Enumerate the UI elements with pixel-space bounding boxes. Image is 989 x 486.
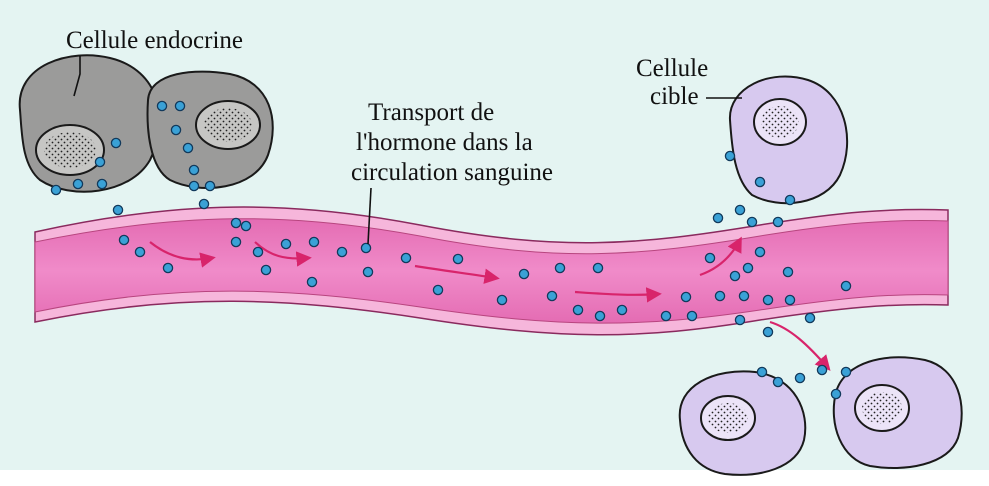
hormone-molecule-icon (595, 311, 604, 320)
endocrine-cell-right (148, 72, 273, 188)
hormone-molecule-icon (51, 185, 60, 194)
hormone-molecule-icon (119, 235, 128, 244)
hormone-molecule-icon (95, 157, 104, 166)
hormone-molecule-icon (231, 237, 240, 246)
hormone-molecule-icon (97, 179, 106, 188)
hormone-molecule-icon (705, 253, 714, 262)
target-cell-bottom-right (834, 357, 962, 468)
hormone-molecule-icon (687, 311, 696, 320)
hormone-molecule-icon (831, 389, 840, 398)
hormone-molecule-icon (617, 305, 626, 314)
hormone-molecule-icon (735, 205, 744, 214)
hormone-molecule-icon (795, 373, 804, 382)
hormone-molecule-icon (785, 195, 794, 204)
hormone-molecule-icon (713, 213, 722, 222)
hormone-molecule-icon (783, 267, 792, 276)
hormone-molecule-icon (747, 217, 756, 226)
target-cell-top (730, 76, 847, 203)
hormone-molecule-icon (135, 247, 144, 256)
hormone-molecule-icon (497, 295, 506, 304)
hormone-molecule-icon (739, 291, 748, 300)
hormone-molecule-icon (241, 221, 250, 230)
hormone-molecule-icon (817, 365, 826, 374)
label-target-cell-line1: Cellule (636, 55, 708, 82)
hormone-molecule-icon (547, 291, 556, 300)
hormone-molecule-icon (743, 263, 752, 272)
hormone-molecule-icon (307, 277, 316, 286)
hormone-molecule-icon (231, 218, 240, 227)
bottom-margin (0, 470, 989, 486)
hormone-molecule-icon (755, 247, 764, 256)
label-transport-line1: Transport de (368, 99, 494, 126)
hormone-molecule-icon (113, 205, 122, 214)
hormone-molecule-icon (175, 101, 184, 110)
hormone-molecule-icon (805, 313, 814, 322)
hormone-molecule-icon (111, 138, 120, 147)
label-endocrine-cell: Cellule endocrine (66, 27, 243, 54)
hormone-molecule-icon (841, 281, 850, 290)
hormone-molecule-icon (337, 247, 346, 256)
hormone-molecule-icon (309, 237, 318, 246)
hormone-molecule-icon (281, 239, 290, 248)
target-cell-bottom-left (680, 371, 806, 474)
hormone-molecule-icon (171, 125, 180, 134)
hormone-molecule-icon (253, 247, 262, 256)
hormone-molecule-icon (157, 101, 166, 110)
label-transport-line3: circulation sanguine (351, 159, 553, 186)
hormone-molecule-icon (841, 367, 850, 376)
hormone-molecule-icon (453, 254, 462, 263)
hormone-molecule-icon (681, 292, 690, 301)
hormone-molecule-icon (763, 295, 772, 304)
hormone-molecule-icon (361, 243, 370, 252)
hormone-molecule-icon (189, 181, 198, 190)
hormone-molecule-icon (363, 267, 372, 276)
hormone-molecule-icon (715, 291, 724, 300)
label-target-cell-line2: cible (650, 83, 699, 110)
hormone-molecule-icon (401, 253, 410, 262)
hormone-molecule-icon (785, 295, 794, 304)
endocrine-cell-left (20, 55, 160, 191)
hormone-molecule-icon (735, 315, 744, 324)
hormone-molecule-icon (730, 271, 739, 280)
hormone-molecule-icon (189, 165, 198, 174)
hormone-molecule-icon (755, 177, 764, 186)
hormone-molecule-icon (757, 367, 766, 376)
hormone-molecule-icon (763, 327, 772, 336)
hormone-molecule-icon (163, 263, 172, 272)
hormone-molecule-icon (593, 263, 602, 272)
hormone-molecule-icon (573, 305, 582, 314)
hormone-molecule-icon (73, 179, 82, 188)
hormone-molecule-icon (555, 263, 564, 272)
hormone-molecule-icon (433, 285, 442, 294)
hormone-molecule-icon (519, 269, 528, 278)
hormone-molecule-icon (205, 181, 214, 190)
hormone-molecule-icon (773, 377, 782, 386)
label-transport-line2: l'hormone dans la (356, 129, 533, 156)
hormone-molecule-icon (261, 265, 270, 274)
hormone-molecule-icon (183, 143, 192, 152)
hormone-molecule-icon (725, 151, 734, 160)
hormone-molecule-icon (773, 217, 782, 226)
hormone-molecule-icon (661, 311, 670, 320)
hormone-molecule-icon (199, 199, 208, 208)
